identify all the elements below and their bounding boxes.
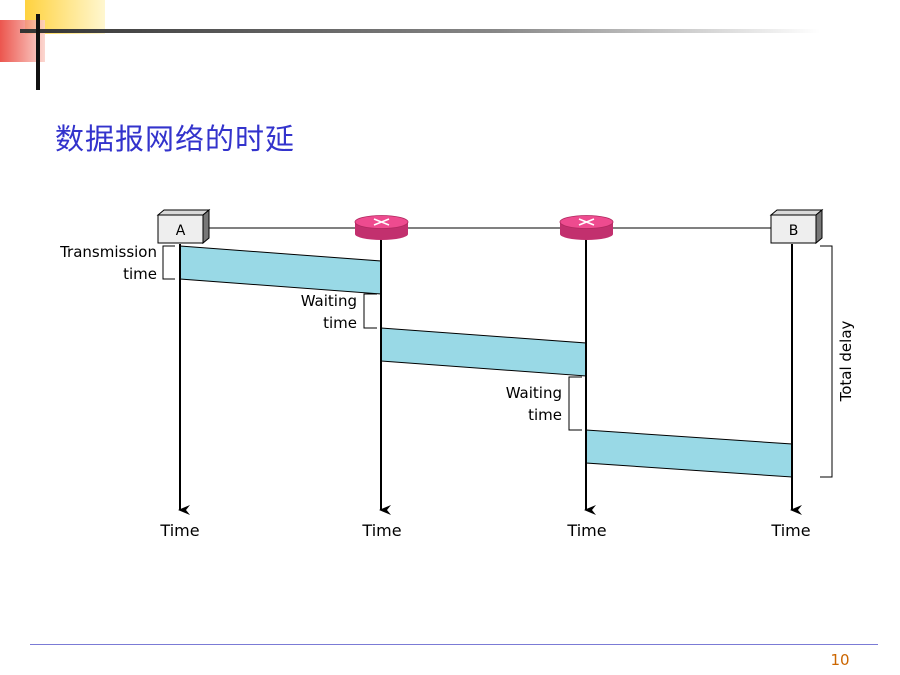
decor-vertical-line: [36, 14, 40, 90]
packet-transmission-router1: [380, 327, 587, 377]
waiting-time-bracket-2: [568, 376, 582, 431]
waiting-time-1-label-line1: Waiting: [301, 292, 357, 310]
packet-transmission-a: [179, 245, 382, 295]
decor-horizontal-line: [20, 29, 820, 33]
page-number: 10: [830, 651, 850, 669]
router-icon: [559, 215, 614, 240]
footer-divider: [30, 644, 878, 645]
transmission-time-bracket: [162, 245, 175, 280]
transmission-time-label-line1: Transmission: [59, 243, 157, 261]
datagram-delay-diagram: A B Transmission time Waiting time Waiti…: [59, 208, 855, 540]
waiting-time-2-label-line1: Waiting: [506, 384, 562, 402]
total-delay-label: Total delay: [837, 320, 855, 402]
time-label-b: Time: [770, 521, 810, 540]
host-a-label: A: [176, 223, 186, 239]
waiting-time-1-label-line2: time: [323, 314, 357, 332]
packet-transmission-router2: [585, 429, 793, 478]
waiting-time-bracket-1: [363, 293, 377, 329]
router-icon: [354, 215, 409, 240]
host-b-icon: B: [769, 208, 824, 245]
time-label-router1: Time: [361, 521, 401, 540]
time-label-router2: Time: [566, 521, 606, 540]
slide-decoration: [0, 0, 820, 90]
total-delay-bracket: [820, 245, 833, 478]
transmission-time-label-line2: time: [123, 265, 157, 283]
waiting-time-2-label-line2: time: [528, 406, 562, 424]
time-label-a: Time: [159, 521, 199, 540]
host-b-label: B: [789, 223, 799, 239]
slide-title: 数据报网络的时延: [55, 122, 296, 156]
host-a-icon: A: [156, 208, 211, 245]
